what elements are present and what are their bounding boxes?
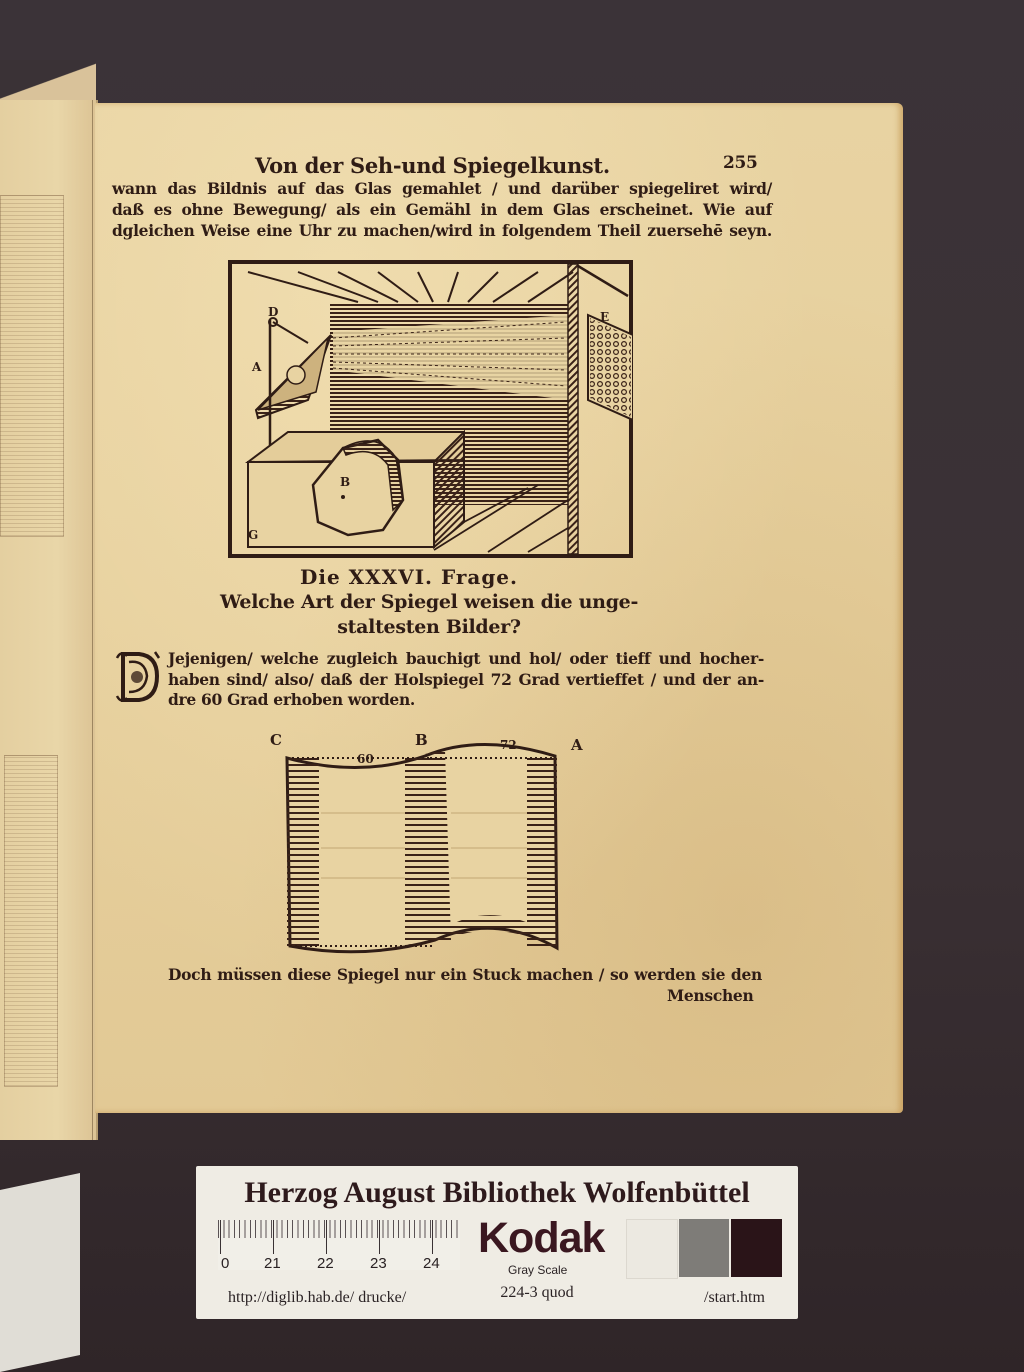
answer-line: Jejenigen/ welche zugleich bauchigt und … xyxy=(168,649,764,668)
figure2-label-a: A xyxy=(571,736,583,754)
figure2-label-c: C xyxy=(270,731,282,749)
previous-page-ghost-figure-2 xyxy=(4,755,58,1087)
ruler-minor-ticks xyxy=(218,1220,460,1250)
book-page: Von der Seh-und Spiegelkunst. 255 wann d… xyxy=(95,103,903,1113)
ruler-major-tick xyxy=(220,1220,221,1254)
closing-line: Doch müssen diese Spiegel nur ein Stuck … xyxy=(168,965,762,984)
body-text: wann das Bildnis auf das Glas gemahlet /… xyxy=(112,178,772,241)
ruler-number: 22 xyxy=(317,1255,334,1272)
question-title-line-2: staltesten Bilder? xyxy=(337,616,521,638)
ornamental-dropcap xyxy=(115,648,161,704)
figure-label-a: A xyxy=(252,360,262,374)
figure-label-d: D xyxy=(268,305,279,319)
woodcut-curved-mirror: C B A 60 72 xyxy=(265,728,615,958)
swatch-black xyxy=(731,1219,782,1277)
body-line: daß es ohne Bewegung/ als ein Gemähl in … xyxy=(112,200,772,219)
page-number: 255 xyxy=(723,153,758,173)
figure2-label-b: B xyxy=(415,731,428,749)
calibration-card: Herzog August Bibliothek Wolfenbüttel 0 … xyxy=(196,1166,798,1319)
swatch-gray xyxy=(679,1219,729,1277)
ruler: 0 21 22 23 24 xyxy=(218,1220,460,1272)
swatch-white xyxy=(626,1219,678,1279)
kodak-logo: Kodak xyxy=(478,1214,605,1262)
previous-page-ghost-text xyxy=(4,120,92,190)
body-line: dgleichen Weise eine Uhr zu machen/wird … xyxy=(112,221,772,240)
question-number: Die XXXVI. Frage. xyxy=(300,565,518,589)
answer-text: Jejenigen/ welche zugleich bauchigt und … xyxy=(168,648,764,690)
ruler-major-tick xyxy=(432,1220,433,1254)
url-left: http://diglib.hab.de/ drucke/ xyxy=(228,1289,407,1306)
library-name: Herzog August Bibliothek Wolfenbüttel xyxy=(244,1176,750,1209)
spine-line xyxy=(92,100,93,1140)
ruler-number: 23 xyxy=(370,1255,387,1272)
ruler-number: 21 xyxy=(264,1255,281,1272)
dropcap-d-icon xyxy=(115,651,161,702)
figure2-angle-60: 60 xyxy=(357,752,374,766)
catchword: Menschen xyxy=(667,986,754,1005)
ruler-major-tick xyxy=(379,1220,380,1254)
answer-line: haben sind/ also/ daß der Holspiegel 72 … xyxy=(168,670,764,689)
woodcut-curved-mirror-drawing xyxy=(285,743,559,954)
figure-label-b: B xyxy=(340,475,351,489)
url-right: /start.htm xyxy=(704,1289,765,1306)
ruler-major-tick xyxy=(273,1220,274,1254)
body-line: wann das Bildnis auf das Glas gemahlet /… xyxy=(112,179,772,198)
figure-label-g: G xyxy=(248,528,259,542)
shelfmark: 224-3 quod xyxy=(500,1284,574,1301)
woodcut-mirror-room-drawing xyxy=(228,260,634,558)
answer-last-line: dre 60 Grad erhoben worden. xyxy=(168,690,416,709)
figure-label-e: E xyxy=(600,310,610,324)
question-title-line-1: Welche Art der Spiegel weisen die unge- xyxy=(219,591,639,613)
reflected-calibration-card xyxy=(0,1172,80,1372)
gray-scale-label: Gray Scale xyxy=(508,1263,568,1277)
previous-page-edge xyxy=(0,100,98,1140)
ruler-number: 24 xyxy=(423,1255,440,1272)
previous-page-ghost-figure xyxy=(0,195,64,537)
running-head: Von der Seh-und Spiegelkunst. xyxy=(255,153,610,178)
ruler-number: 0 xyxy=(221,1255,230,1272)
figure2-angle-72: 72 xyxy=(500,738,517,752)
ruler-major-tick xyxy=(326,1220,327,1254)
woodcut-mirror-room: D E A B G xyxy=(228,260,634,558)
